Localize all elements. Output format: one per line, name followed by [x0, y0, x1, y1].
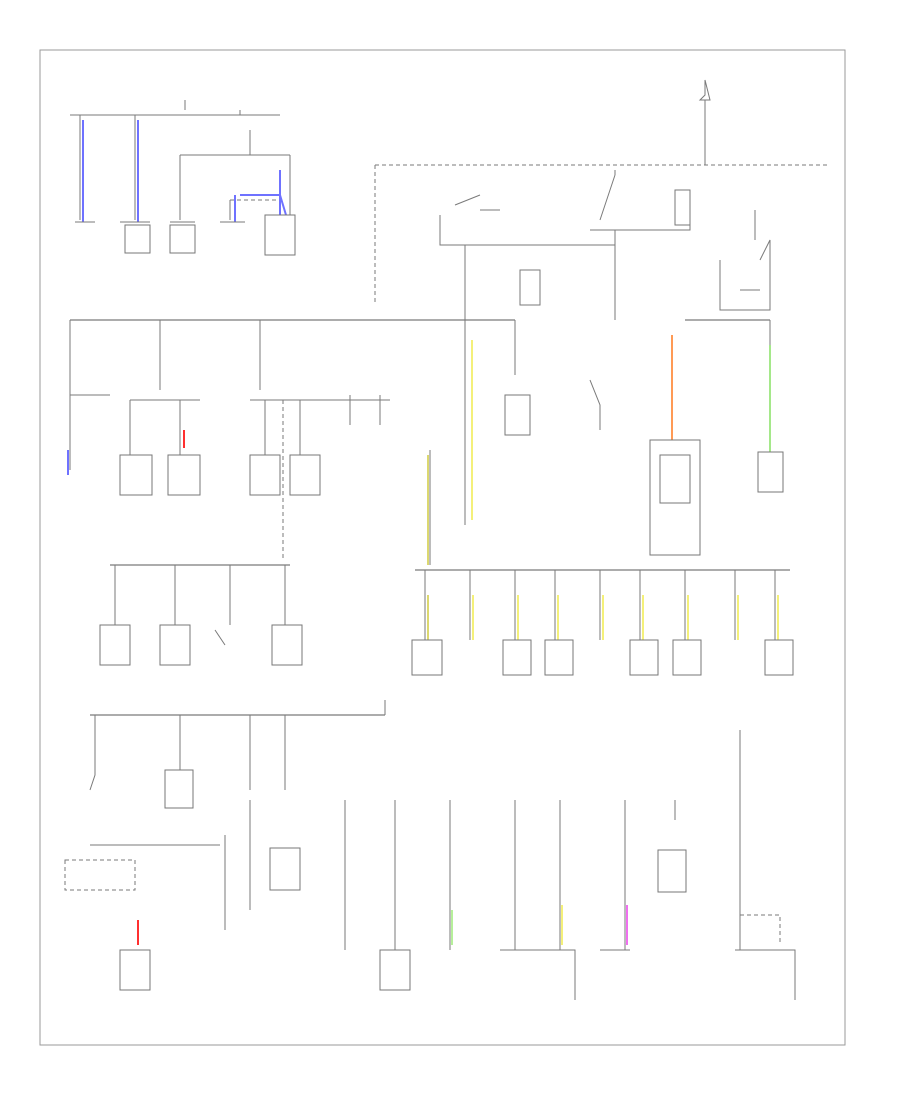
component-box	[159, 624, 191, 666]
relay-box	[674, 189, 691, 226]
middle-bus-section	[67, 319, 771, 560]
component-box	[264, 214, 296, 256]
left-lower-bus	[99, 564, 303, 666]
component-box	[502, 639, 532, 676]
top-left-supply-section	[70, 100, 296, 256]
component-box	[269, 847, 301, 891]
component-box	[544, 639, 574, 676]
bottom-fuse-section	[344, 730, 796, 1000]
component-box	[504, 394, 531, 436]
component-box	[764, 639, 794, 676]
right-injector-bus	[411, 569, 794, 676]
module-inner-box	[659, 454, 691, 504]
component-box	[124, 224, 151, 254]
component-box	[379, 949, 411, 991]
right-middle-section	[427, 330, 784, 565]
top-right-relay-section	[374, 79, 830, 330]
component-box	[119, 949, 151, 991]
component-box	[119, 454, 153, 496]
component-box	[271, 624, 303, 666]
component-box	[629, 639, 659, 676]
lower-bus-section	[64, 700, 386, 991]
component-box	[167, 454, 201, 496]
component-box	[289, 454, 321, 496]
component-box	[411, 639, 443, 676]
component-box	[657, 849, 687, 893]
component-box	[672, 639, 702, 676]
diagram-frame	[39, 49, 846, 1046]
component-box	[757, 451, 784, 493]
component-box	[169, 224, 196, 254]
component-box	[164, 769, 194, 809]
component-box	[99, 624, 131, 666]
component-box	[249, 454, 281, 496]
